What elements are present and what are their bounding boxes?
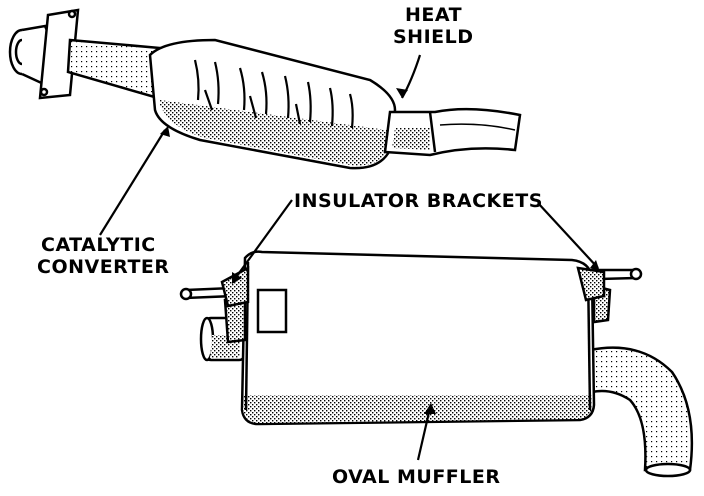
leader-oval-muffler bbox=[416, 407, 432, 461]
catalytic-converter-label-line2: CONVERTER bbox=[37, 256, 170, 278]
oval-muffler-label: OVAL MUFFLER bbox=[332, 466, 501, 488]
catalytic-converter-label: CATALYTIC CONVERTER bbox=[37, 234, 170, 278]
catalytic-converter-label-line1: CATALYTIC bbox=[41, 234, 156, 256]
muffler-tailpipe bbox=[588, 346, 694, 478]
outlet-pipe bbox=[383, 107, 522, 157]
heat-shield-slots bbox=[193, 59, 354, 129]
leader-insulator-left bbox=[233, 199, 293, 281]
insulator-bracket-right bbox=[576, 266, 643, 302]
heat-shield-label: HEAT SHIELD bbox=[393, 4, 474, 48]
heat-shield-label-line2: SHIELD bbox=[393, 26, 474, 48]
insulator-brackets-label: INSULATOR BRACKETS bbox=[294, 190, 543, 212]
leader-insulator-right bbox=[537, 202, 599, 269]
leader-lines bbox=[99, 54, 600, 461]
leader-catalytic-converter bbox=[99, 129, 166, 236]
muffler-body bbox=[223, 250, 612, 426]
catalytic-converter-body bbox=[148, 38, 397, 170]
heat-shield-label-line1: HEAT bbox=[405, 4, 463, 26]
front-pipe bbox=[8, 8, 167, 102]
